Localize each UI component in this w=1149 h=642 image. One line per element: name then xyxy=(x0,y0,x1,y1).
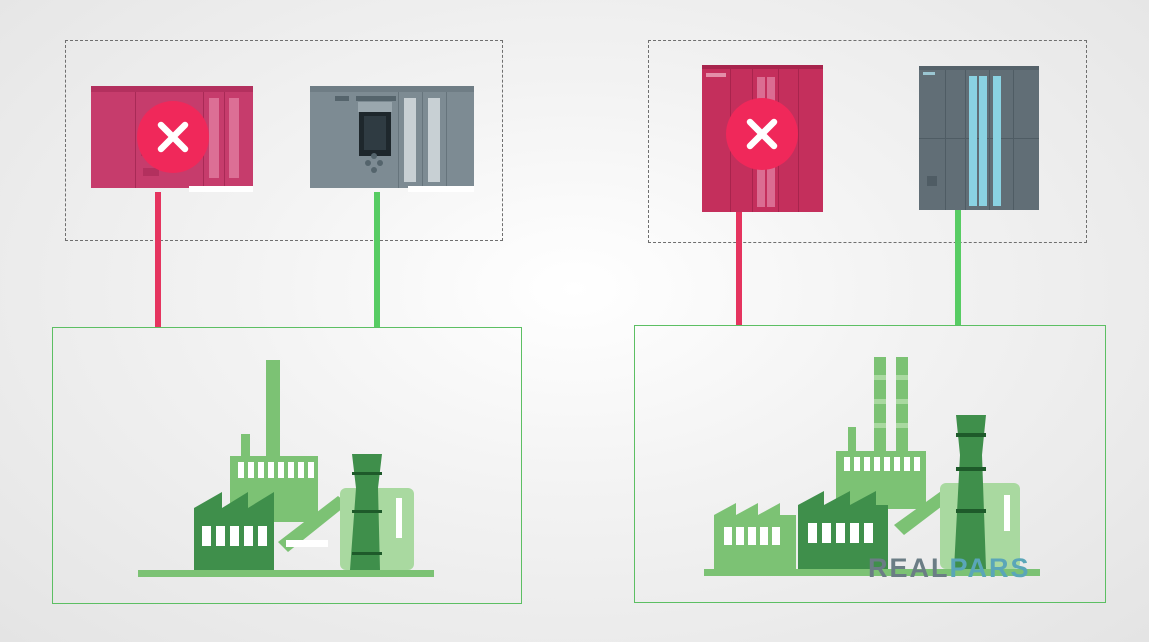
red-link-left xyxy=(155,192,161,328)
factory-icon xyxy=(138,358,434,580)
green-link-left xyxy=(374,192,380,328)
plant-box-right xyxy=(634,325,1106,603)
brand-logo: REALPARS xyxy=(868,553,1031,584)
cross-icon xyxy=(726,98,798,170)
redundant-controller-pair-left xyxy=(65,40,503,241)
factory-icon xyxy=(704,355,1040,580)
red-link-right xyxy=(736,212,742,326)
brand-logo-part2: PARS xyxy=(949,553,1031,583)
redundant-controller-pair-right xyxy=(648,40,1087,243)
green-link-right xyxy=(955,210,961,326)
brand-logo-part1: REAL xyxy=(868,553,950,583)
cross-icon xyxy=(137,101,209,173)
healthy-plc-right xyxy=(919,66,1039,210)
plant-box-left xyxy=(52,327,522,604)
healthy-plc-left xyxy=(310,86,474,192)
